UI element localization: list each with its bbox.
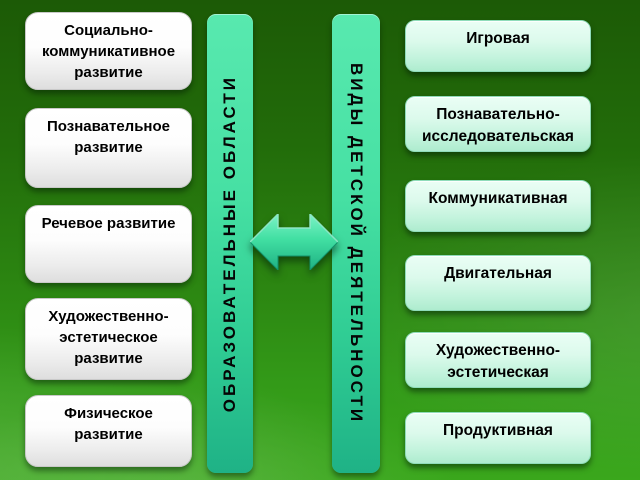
left-box-cognitive: Познавательное развитие <box>25 108 192 188</box>
left-right-arrow-icon <box>249 212 339 272</box>
vertical-bar-educational-areas: ОБРАЗОВАТЕЛЬНЫЕ ОБЛАСТИ <box>207 14 253 473</box>
left-box-speech: Речевое развитие <box>25 205 192 283</box>
vertical-bar-activity-types-label: ВИДЫ ДЕТСКОЙ ДЕЯТЕЛЬНОСТИ <box>347 62 366 425</box>
vertical-bar-educational-areas-label: ОБРАЗОВАТЕЛЬНЫЕ ОБЛАСТИ <box>220 74 239 413</box>
left-box-artistic-aesthetic: Художественно- эстетическое развитие <box>25 298 192 380</box>
right-box-communicative: Коммуникативная <box>405 180 591 232</box>
left-box-physical: Физическое развитие <box>25 395 192 467</box>
right-box-play: Игровая <box>405 20 591 72</box>
right-box-productive: Продуктивная <box>405 412 591 464</box>
vertical-bar-activity-types: ВИДЫ ДЕТСКОЙ ДЕЯТЕЛЬНОСТИ <box>332 14 380 473</box>
right-box-cognitive-research: Познавательно- исследовательская <box>405 96 591 152</box>
left-box-social-communicative: Социально- коммуникативное развитие <box>25 12 192 90</box>
right-box-artistic-aesthetic: Художественно- эстетическая <box>405 332 591 388</box>
right-box-motor: Двигательная <box>405 255 591 311</box>
